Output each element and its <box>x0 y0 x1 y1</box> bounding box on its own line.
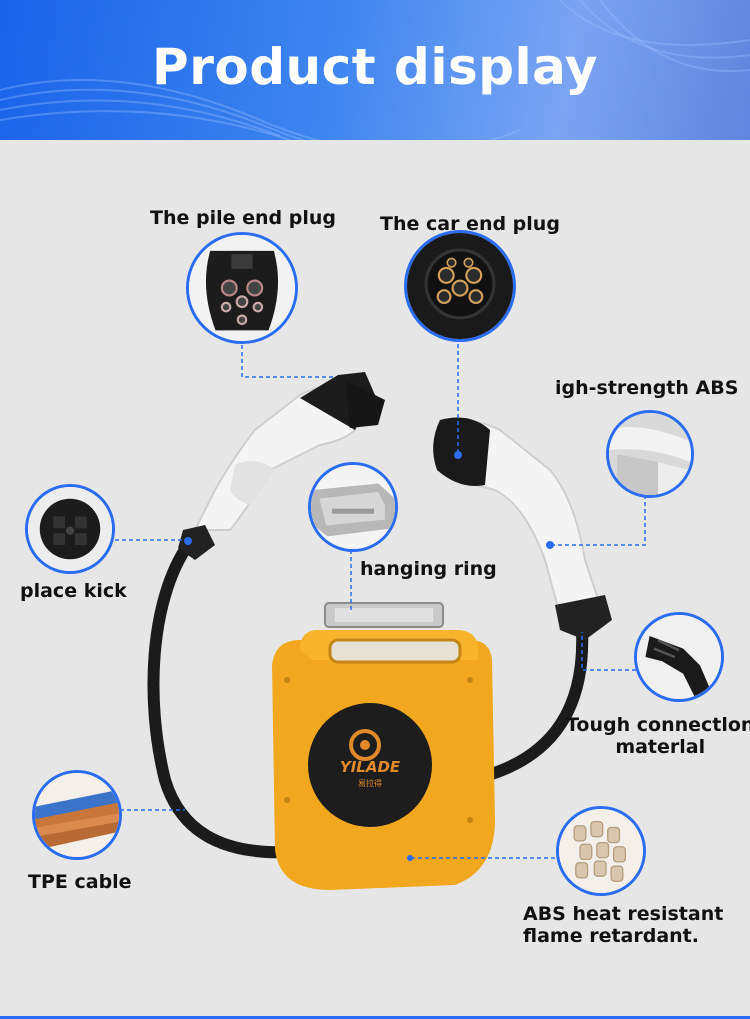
cable-reel-box: YILADE 易拉得 <box>272 602 495 890</box>
leader-lines <box>115 330 650 859</box>
place-kick-closeup <box>25 484 115 574</box>
banner-wave-decoration <box>0 0 750 140</box>
label-tough-connection-line2: materlal <box>615 736 706 758</box>
label-abs-strength: igh-strength ABS <box>555 377 739 399</box>
label-tough-connection-line1: Tough connectlon <box>566 714 750 736</box>
abs-pellets-icon <box>559 809 643 893</box>
brand-logo: YILADE <box>340 758 401 776</box>
label-abs-heat-line2: flame retardant. <box>523 925 699 947</box>
tpe-cable-icon <box>35 773 119 857</box>
abs-heat-closeup <box>556 806 646 896</box>
label-tough-connection: Tough connectlon materlal <box>566 714 750 758</box>
tough-connection-closeup <box>634 612 724 702</box>
pile-plug-socket-icon <box>189 235 295 341</box>
label-tpe-cable: TPE cable <box>28 871 132 893</box>
header-banner: Product display <box>0 0 750 140</box>
label-pile-end-plug: The pile end plug <box>150 207 336 229</box>
label-car-end-plug: The car end plug <box>380 213 560 235</box>
place-kick-icon <box>28 487 112 571</box>
hanging-ring-closeup <box>308 462 398 552</box>
reel-hub <box>308 703 432 827</box>
car-end-plug-handle <box>433 417 612 640</box>
hanging-ring-icon <box>311 465 395 549</box>
bottom-divider <box>0 1016 750 1019</box>
label-abs-heat: ABS heat resistant flame retardant. <box>523 903 723 947</box>
abs-material-icon <box>609 413 691 495</box>
page-title: Product display <box>152 38 598 96</box>
label-hanging-ring: hanging ring <box>360 558 497 580</box>
car-plug-socket-icon <box>407 233 513 339</box>
tpe-cable-closeup <box>32 770 122 860</box>
label-abs-heat-line1: ABS heat resistant <box>523 903 724 925</box>
pile-end-plug-closeup <box>186 232 298 344</box>
pile-end-plug-handle <box>178 372 385 560</box>
car-end-plug-closeup <box>404 230 516 342</box>
left-cable <box>147 539 296 859</box>
abs-strength-closeup <box>606 410 694 498</box>
connection-material-icon <box>637 615 721 699</box>
svg-text:易拉得: 易拉得 <box>358 778 382 788</box>
label-place-kick: place kick <box>20 580 127 602</box>
